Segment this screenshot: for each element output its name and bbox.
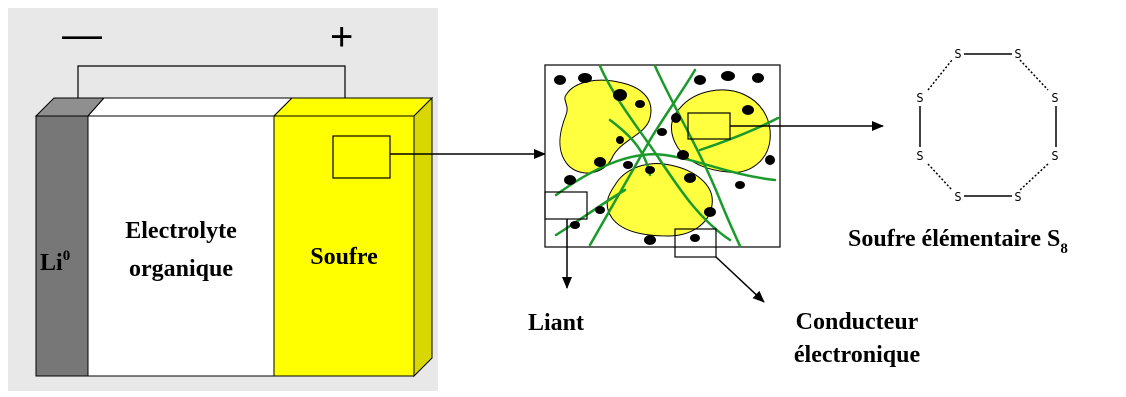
bond-dotted [1019, 163, 1049, 191]
carbon-particle [645, 166, 655, 174]
lithium-anode [35, 115, 89, 377]
sulfur-atom: S [916, 149, 923, 163]
sulfur-atom: S [1051, 91, 1058, 105]
carbon-particle [735, 181, 745, 189]
sulfur-atom: S [1014, 190, 1021, 204]
cathode-label: Soufre [310, 244, 378, 270]
bond-dotted [927, 163, 953, 191]
carbon-particle [704, 207, 716, 217]
cathode-top-face [272, 97, 434, 117]
carbon-particle [684, 173, 696, 183]
carbon-particle [595, 206, 605, 214]
carbon-particle [752, 73, 764, 83]
sulfur-atom: S [916, 91, 923, 105]
carbon-particle [765, 155, 775, 165]
electrolyte-layer [87, 115, 275, 377]
binder-label: Liant [528, 310, 584, 336]
sulfur-cathode [273, 115, 415, 377]
binder-zoom-box [544, 191, 588, 220]
sulfur-atom: S [1051, 149, 1058, 163]
carbon-particle [677, 150, 689, 160]
carbon-particle [570, 221, 580, 229]
sulfur-atom: S [1014, 47, 1021, 61]
carbon-particles [554, 71, 775, 245]
electrolyte-top-face [86, 97, 294, 117]
carbon-particle [721, 71, 735, 81]
sulfur-atom: S [954, 47, 961, 61]
binder-fiber [653, 64, 742, 248]
anode-label: Li0 [40, 248, 70, 276]
carbon-particle [554, 75, 566, 85]
s8-molecule: S S S S S S S S [916, 47, 1058, 204]
positive-terminal-sign: + [330, 15, 353, 59]
conductor-label-line2: électronique [794, 342, 921, 368]
carbon-particle [613, 89, 627, 101]
binder-fiber [554, 153, 777, 197]
negative-terminal-sign: — [62, 13, 102, 57]
carbon-particle [616, 136, 624, 144]
conductor-label-line1: Conducteur [796, 309, 919, 335]
s8-bonds [919, 53, 1057, 197]
external-circuit-wire [77, 65, 346, 104]
bond-dotted [927, 59, 953, 91]
cathode-zoom-box [332, 135, 391, 179]
carbon-particle [623, 161, 633, 169]
molecule-caption: Soufre élémentaire S8 [848, 226, 1068, 257]
carbon-particle [690, 234, 700, 242]
electrolyte-label-line1: Electrolyte [125, 218, 237, 244]
carbon-particle [657, 128, 667, 136]
carbon-particle [578, 73, 592, 83]
carbon-particle [564, 175, 576, 185]
binder-fiber [554, 188, 627, 237]
binder-fiber [588, 68, 697, 247]
binder-fiber [698, 116, 780, 152]
sulfur-atom: S [954, 190, 961, 204]
conductor-callout-arrow [715, 256, 765, 303]
carbon-particle [742, 105, 754, 115]
conductor-zoom-box [674, 228, 717, 258]
bond-dotted [1019, 59, 1049, 91]
cathode-side-face [413, 96, 433, 378]
sulfur-particle [559, 79, 652, 174]
carbon-particle [594, 157, 606, 167]
carbon-particle [671, 113, 681, 123]
carbon-particle [644, 235, 656, 245]
carbon-particle [635, 100, 645, 108]
electrolyte-label-line2: organique [129, 256, 233, 282]
carbon-particle [694, 75, 706, 85]
